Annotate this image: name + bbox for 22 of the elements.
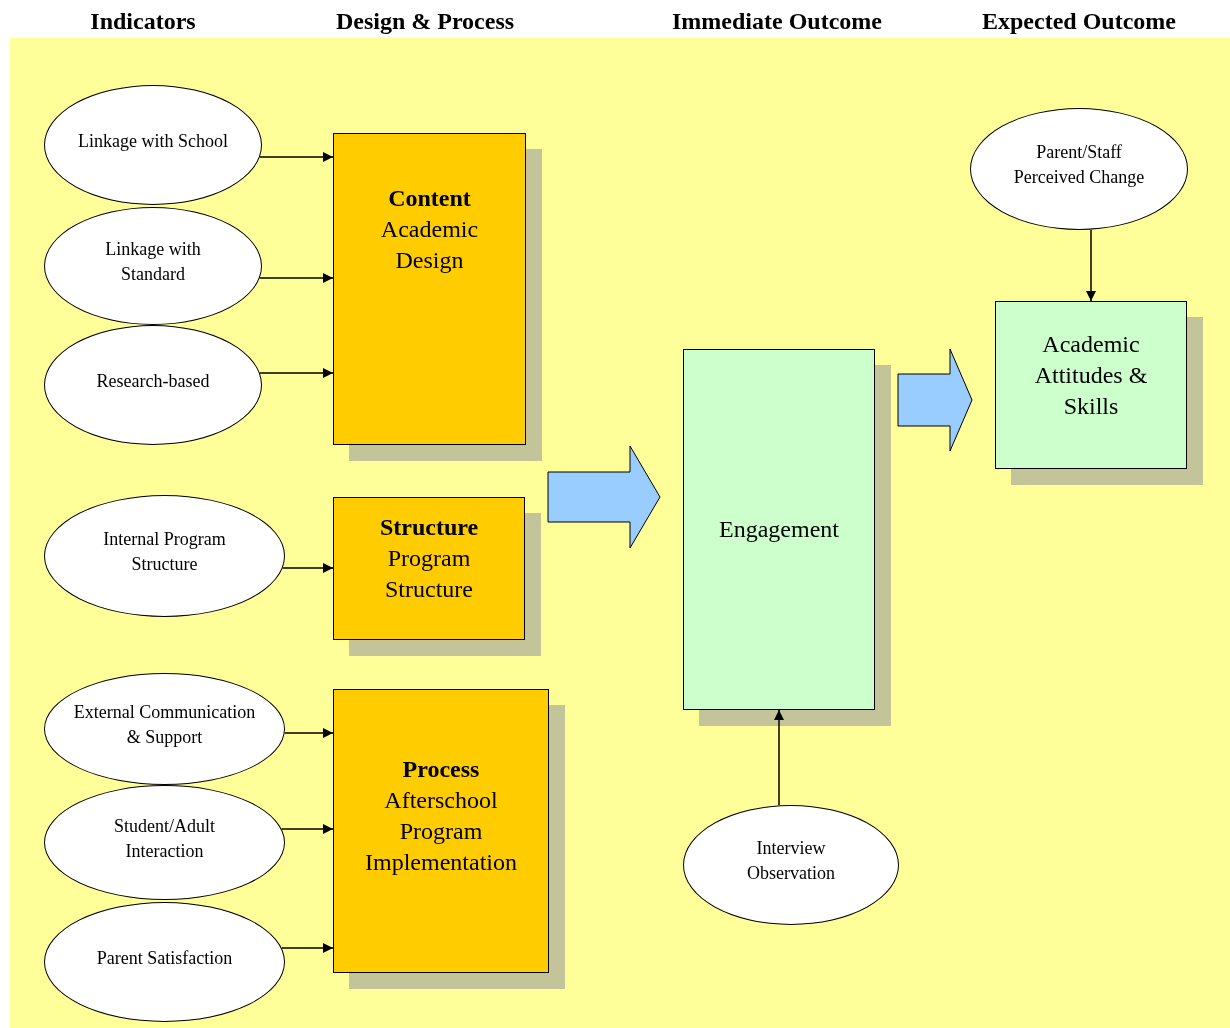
- block-arrow: [547, 445, 661, 549]
- arrow: [259, 368, 334, 378]
- box-heading: Process: [402, 755, 480, 784]
- box-text: Program Structure: [384, 544, 474, 604]
- column-header: Indicators: [90, 8, 196, 35]
- box-text: Academic Attitudes & Skills: [1033, 329, 1149, 421]
- column-header: Expected Outcome: [982, 8, 1176, 35]
- block-arrow: [897, 348, 973, 452]
- arrow: [283, 728, 334, 738]
- box-text: Afterschool Program Implementation: [364, 786, 518, 877]
- arrow: [774, 709, 784, 806]
- column-header: Design & Process: [335, 8, 515, 35]
- arrow: [259, 152, 334, 162]
- box-text: Engagement: [719, 515, 839, 544]
- arrow: [280, 824, 334, 834]
- box-heading: Content: [388, 183, 471, 213]
- box-heading: Structure: [379, 513, 479, 542]
- box-text: Academic Design: [379, 214, 480, 275]
- arrow: [281, 563, 334, 573]
- arrow: [258, 273, 334, 283]
- arrow: [1086, 229, 1096, 302]
- column-header: Immediate Outcome: [672, 8, 882, 35]
